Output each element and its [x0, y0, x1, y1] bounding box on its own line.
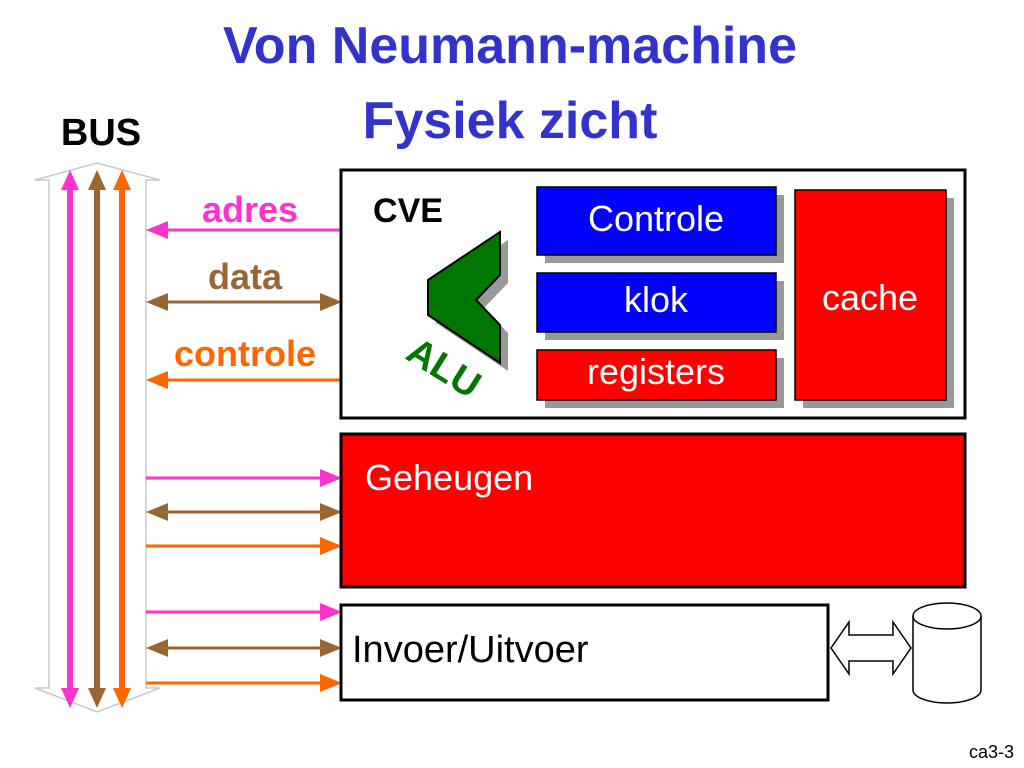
arrow-memory-adres	[146, 469, 342, 487]
disk-icon	[912, 602, 982, 704]
arrow-memory-controle	[146, 537, 342, 555]
arrow-io-data	[146, 639, 342, 657]
signal-label-data: data	[208, 256, 283, 297]
title-line-1: Von Neumann-machine	[223, 17, 797, 75]
cache-block	[794, 189, 947, 401]
klok-block-label: klok	[624, 279, 689, 320]
alu-shape	[427, 230, 501, 365]
arrow-cpu-adres	[146, 221, 340, 239]
bus-line-controle	[113, 170, 131, 708]
signal-label-controle: controle	[174, 333, 316, 374]
arrow-io-adres	[146, 603, 342, 621]
bus-line-adres	[61, 170, 79, 708]
registers-block	[536, 349, 777, 401]
io-disk-double-arrow	[830, 619, 912, 677]
arrow-cpu-data	[146, 293, 342, 311]
io-label: Invoer/Uitvoer	[352, 629, 589, 671]
bus-line-data	[88, 170, 106, 708]
signal-label-adres: adres	[202, 189, 298, 230]
memory-box	[339, 432, 967, 589]
memory-label: Geheugen	[365, 457, 533, 498]
klok-block	[536, 272, 777, 333]
controle-block-label: Controle	[588, 198, 724, 239]
arrow-io-controle	[146, 674, 342, 692]
io-box	[339, 603, 830, 702]
title-line-2: Fysiek zicht	[363, 92, 658, 150]
arrow-cpu-controle	[146, 371, 340, 389]
cpu-label: CVE	[373, 192, 443, 230]
bus-label: BUS	[61, 112, 141, 154]
registers-block-label: registers	[587, 351, 725, 392]
slide-number: ca3-3	[969, 742, 1014, 762]
controle-block	[536, 186, 777, 256]
cache-block-label: cache	[822, 277, 918, 318]
arrow-memory-data	[146, 503, 342, 521]
